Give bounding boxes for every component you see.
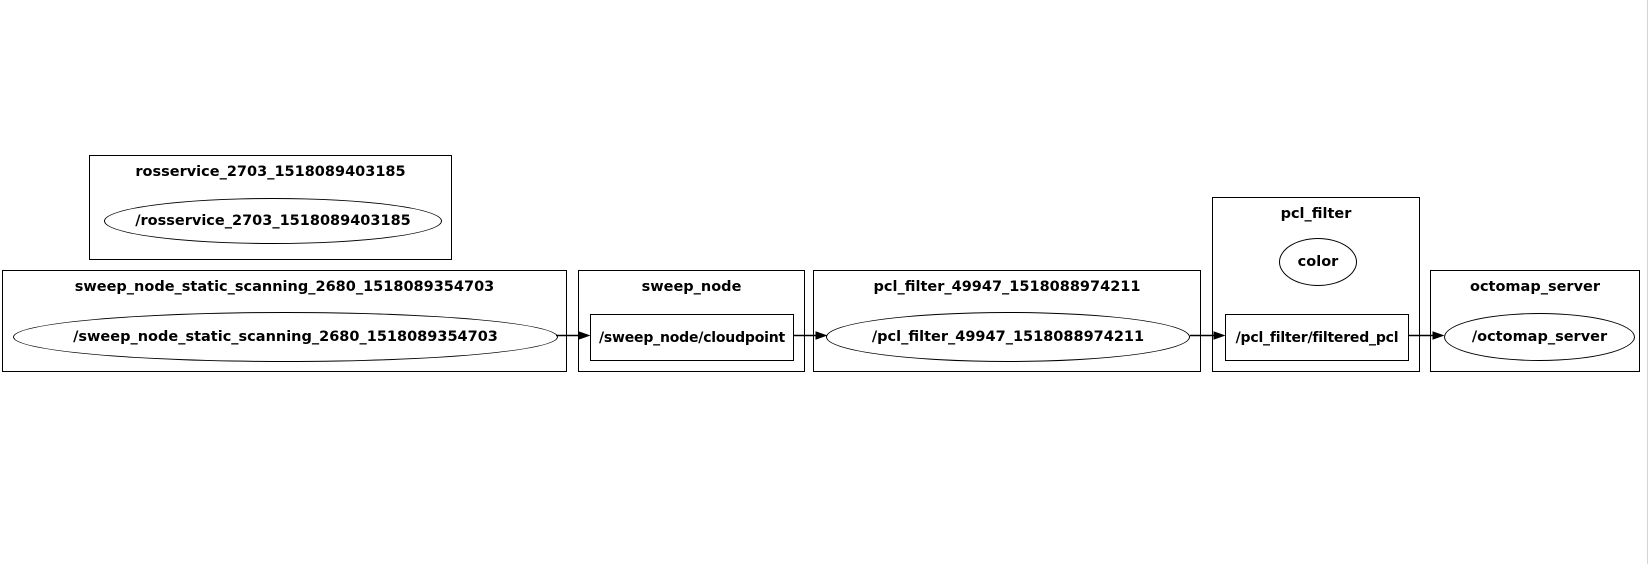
node-octomap-server[interactable]: /octomap_server xyxy=(1444,313,1635,361)
cluster-rosservice: rosservice_2703_1518089403185 /rosservic… xyxy=(89,155,452,260)
cluster-title: octomap_server xyxy=(1469,279,1601,295)
node-sweep-node-static[interactable]: /sweep_node_static_scanning_2680_1518089… xyxy=(13,312,558,362)
cluster-pcl-filter: pcl_filter color /pcl_filter/filtered_pc… xyxy=(1212,197,1420,372)
topic-label: /sweep_node/cloudpoint xyxy=(598,329,785,346)
node-label: /octomap_server xyxy=(1471,329,1608,345)
cluster-title: sweep_node_static_scanning_2680_15180893… xyxy=(74,279,495,295)
node-rosservice[interactable]: /rosservice_2703_1518089403185 xyxy=(104,198,442,244)
cluster-octomap-server: octomap_server /octomap_server xyxy=(1430,270,1640,372)
cluster-title: pcl_filter_49947_1518088974211 xyxy=(873,279,1141,295)
cluster-sweep-node: sweep_node /sweep_node/cloudpoint xyxy=(578,270,805,372)
cluster-pcl-filter-anon: pcl_filter_49947_1518088974211 /pcl_filt… xyxy=(813,270,1201,372)
cluster-title: sweep_node xyxy=(641,279,742,295)
topic-sweep-node-cloudpoint[interactable]: /sweep_node/cloudpoint xyxy=(590,314,794,361)
node-pcl-filter-anon[interactable]: /pcl_filter_49947_1518088974211 xyxy=(826,312,1190,362)
cluster-sweep-node-static: sweep_node_static_scanning_2680_15180893… xyxy=(2,270,567,372)
node-label: /rosservice_2703_1518089403185 xyxy=(135,213,411,229)
cluster-title: pcl_filter xyxy=(1280,206,1352,222)
node-label: /sweep_node_static_scanning_2680_1518089… xyxy=(73,329,498,345)
node-label: /pcl_filter_49947_1518088974211 xyxy=(871,329,1145,345)
cluster-title: rosservice_2703_1518089403185 xyxy=(135,164,406,180)
topic-pcl-filter-filtered-pcl[interactable]: /pcl_filter/filtered_pcl xyxy=(1225,314,1409,361)
topic-label: /pcl_filter/filtered_pcl xyxy=(1235,329,1399,346)
node-color[interactable]: color xyxy=(1279,238,1357,286)
node-label: color xyxy=(1297,254,1339,270)
